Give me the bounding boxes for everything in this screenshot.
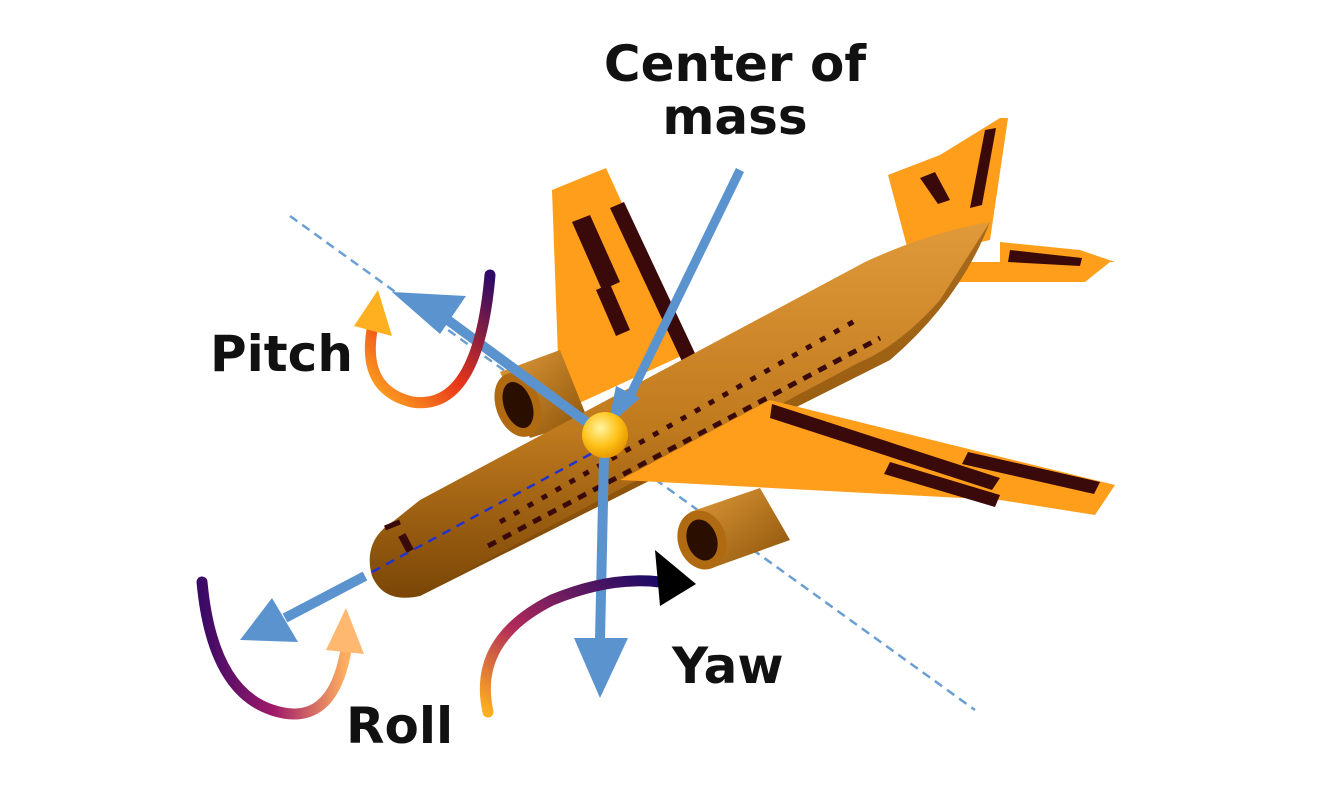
yaw-rotation-arrow (479, 575, 666, 718)
pitch-axis-arrow (442, 313, 603, 437)
center-of-mass-pointer (623, 168, 745, 402)
yaw-rotation-arrowhead (655, 550, 696, 606)
roll-rotation-arrowhead (326, 608, 364, 654)
pitch-rotation-arrowhead (354, 290, 392, 336)
right-engine (677, 488, 790, 570)
right-wing (620, 400, 1115, 515)
yaw-axis-arrow (595, 454, 609, 641)
roll-rotation-arrow (196, 576, 352, 720)
pitch-label: Pitch (210, 325, 353, 383)
roll-axis-arrowhead (240, 598, 298, 642)
pitch-axis-arrowhead (392, 292, 466, 334)
fuselage (369, 222, 990, 598)
center-of-mass-sphere (582, 412, 628, 458)
yaw-label: Yaw (672, 637, 784, 695)
yaw-axis-arrowhead (574, 638, 628, 698)
center-of-mass-label-line1: Center of (603, 35, 867, 93)
center-of-mass-label: Center of mass (600, 38, 870, 143)
pitch-rotation-arrow (364, 269, 496, 409)
roll-axis-dashed-line (371, 448, 599, 574)
center-of-mass-label-line2: mass (662, 87, 808, 146)
roll-axis-arrow (282, 571, 368, 623)
roll-label: Roll (346, 697, 454, 755)
